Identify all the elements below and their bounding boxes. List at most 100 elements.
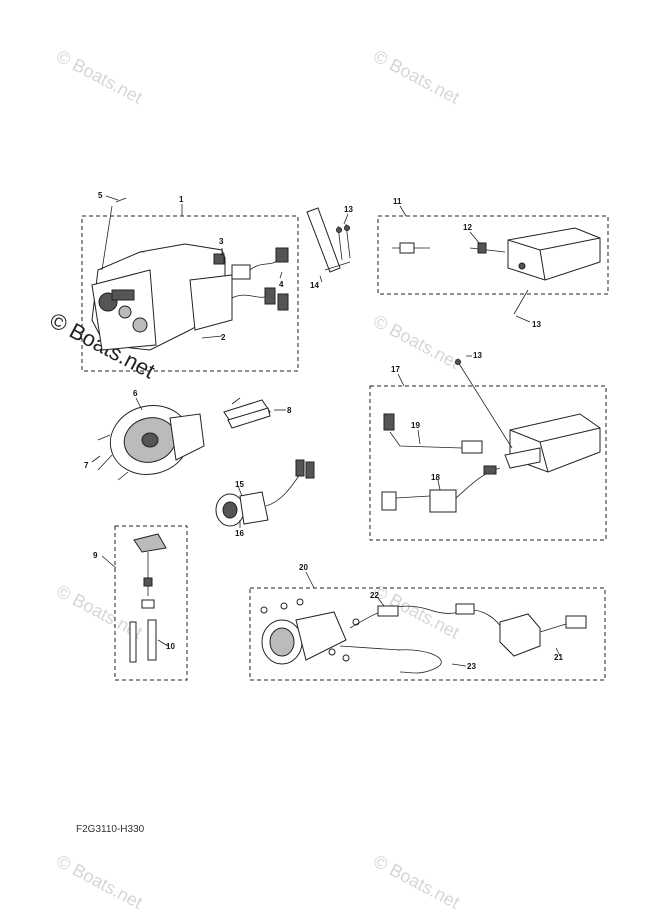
connector-icon — [461, 440, 483, 454]
connector-icon — [143, 577, 153, 587]
group-box — [369, 385, 607, 541]
callout-label: 6 — [133, 389, 138, 398]
plug-icon — [264, 287, 276, 305]
group-remote: 20 21 22 23 — [249, 563, 606, 681]
connector-icon — [213, 253, 225, 265]
module-icon — [429, 489, 457, 513]
jack-icon — [518, 262, 526, 270]
leader-line — [555, 647, 561, 657]
leader-line — [377, 597, 385, 607]
washer-icon — [280, 602, 288, 610]
plug-icon — [231, 264, 251, 280]
screw-icon — [457, 361, 513, 449]
amplifier-edge — [539, 441, 549, 473]
wire — [231, 294, 271, 299]
leader-line — [91, 455, 101, 463]
plug-icon — [305, 461, 315, 479]
washer-icon — [296, 598, 304, 606]
wire — [231, 397, 241, 405]
callout-label: 2 — [221, 333, 226, 342]
cable — [473, 609, 503, 629]
bracket-foot — [324, 261, 351, 271]
cable — [539, 623, 567, 633]
callout-label: 1 — [179, 195, 184, 204]
wire — [395, 495, 431, 499]
callout-label: 11 — [393, 197, 402, 206]
leader-line — [451, 663, 467, 667]
callout-label: 18 — [431, 473, 440, 482]
screw-icon — [97, 434, 129, 481]
leader-line — [437, 479, 441, 491]
watermark: © Boats.net — [370, 851, 463, 913]
port-icon — [222, 501, 238, 519]
callout-label: 12 — [463, 223, 472, 232]
callout-label: 21 — [554, 653, 563, 662]
mount-plate — [504, 447, 541, 469]
plug-icon — [275, 247, 289, 263]
wire — [265, 471, 303, 507]
watermark: © Boats.net — [53, 46, 146, 108]
diagram-code: F2G3110-H330 — [76, 824, 145, 835]
remote-screen — [269, 627, 295, 657]
rod-icon — [129, 621, 137, 663]
callout-label: 15 — [235, 480, 244, 489]
nut-icon — [141, 599, 155, 609]
washer-icon — [328, 648, 336, 656]
connector-icon — [377, 605, 399, 617]
watermark: © Boats.net — [370, 46, 463, 108]
button-icon — [132, 317, 148, 333]
wire — [389, 431, 463, 449]
callout-label: 22 — [370, 591, 379, 600]
callout-label: 9 — [93, 551, 98, 560]
leader-line — [105, 195, 119, 201]
callout-label: 16 — [235, 529, 244, 538]
group-speaker: 6 7 — [84, 389, 205, 481]
speaker-back — [169, 413, 205, 461]
group-stereo-unit: 1 2 3 4 5 — [81, 191, 299, 372]
callout-label: 3 — [219, 237, 224, 246]
screw-icon — [513, 289, 529, 315]
leader-line — [399, 205, 407, 217]
group-box — [81, 215, 299, 372]
junction-box — [499, 613, 541, 657]
group-antenna: 9 10 — [93, 525, 188, 681]
connector-icon — [565, 615, 587, 629]
leader-line — [201, 335, 223, 339]
rod-icon — [147, 619, 157, 661]
callout-label: 19 — [411, 421, 420, 430]
screw-icon — [101, 197, 127, 271]
plug-icon — [295, 459, 305, 477]
leader-line — [319, 275, 323, 283]
plug-icon — [383, 413, 395, 431]
leader-line — [135, 397, 143, 411]
callout-label: 14 — [310, 281, 319, 290]
callout-label: 13 — [473, 351, 482, 360]
remote-housing — [295, 611, 347, 661]
group-box — [249, 587, 606, 681]
wire — [469, 247, 506, 253]
watermark-group: © Boats.net © Boats.net © Boats.net © Bo… — [46, 46, 463, 913]
callout-label: 13 — [344, 205, 353, 214]
leader-line — [157, 639, 169, 647]
screw-head-icon — [455, 359, 461, 365]
callout-label: 13 — [532, 320, 541, 329]
leader-line — [417, 429, 421, 445]
speaker-center — [141, 432, 159, 448]
connector-icon — [455, 603, 475, 615]
antenna-icon — [133, 533, 167, 553]
callout-label: 20 — [299, 563, 308, 572]
plug-icon — [381, 491, 397, 511]
cable — [397, 649, 442, 674]
leader-line — [101, 555, 117, 569]
amplifier-body — [507, 227, 601, 281]
leader-line — [343, 213, 349, 225]
group-amplifier: 11 12 13 — [377, 197, 609, 329]
plug-icon — [399, 242, 415, 254]
connector-icon — [483, 465, 497, 475]
strip-icon — [227, 407, 271, 429]
group-item-8: 8 — [223, 397, 292, 429]
leader-line — [237, 485, 243, 497]
leader-line — [515, 315, 531, 323]
